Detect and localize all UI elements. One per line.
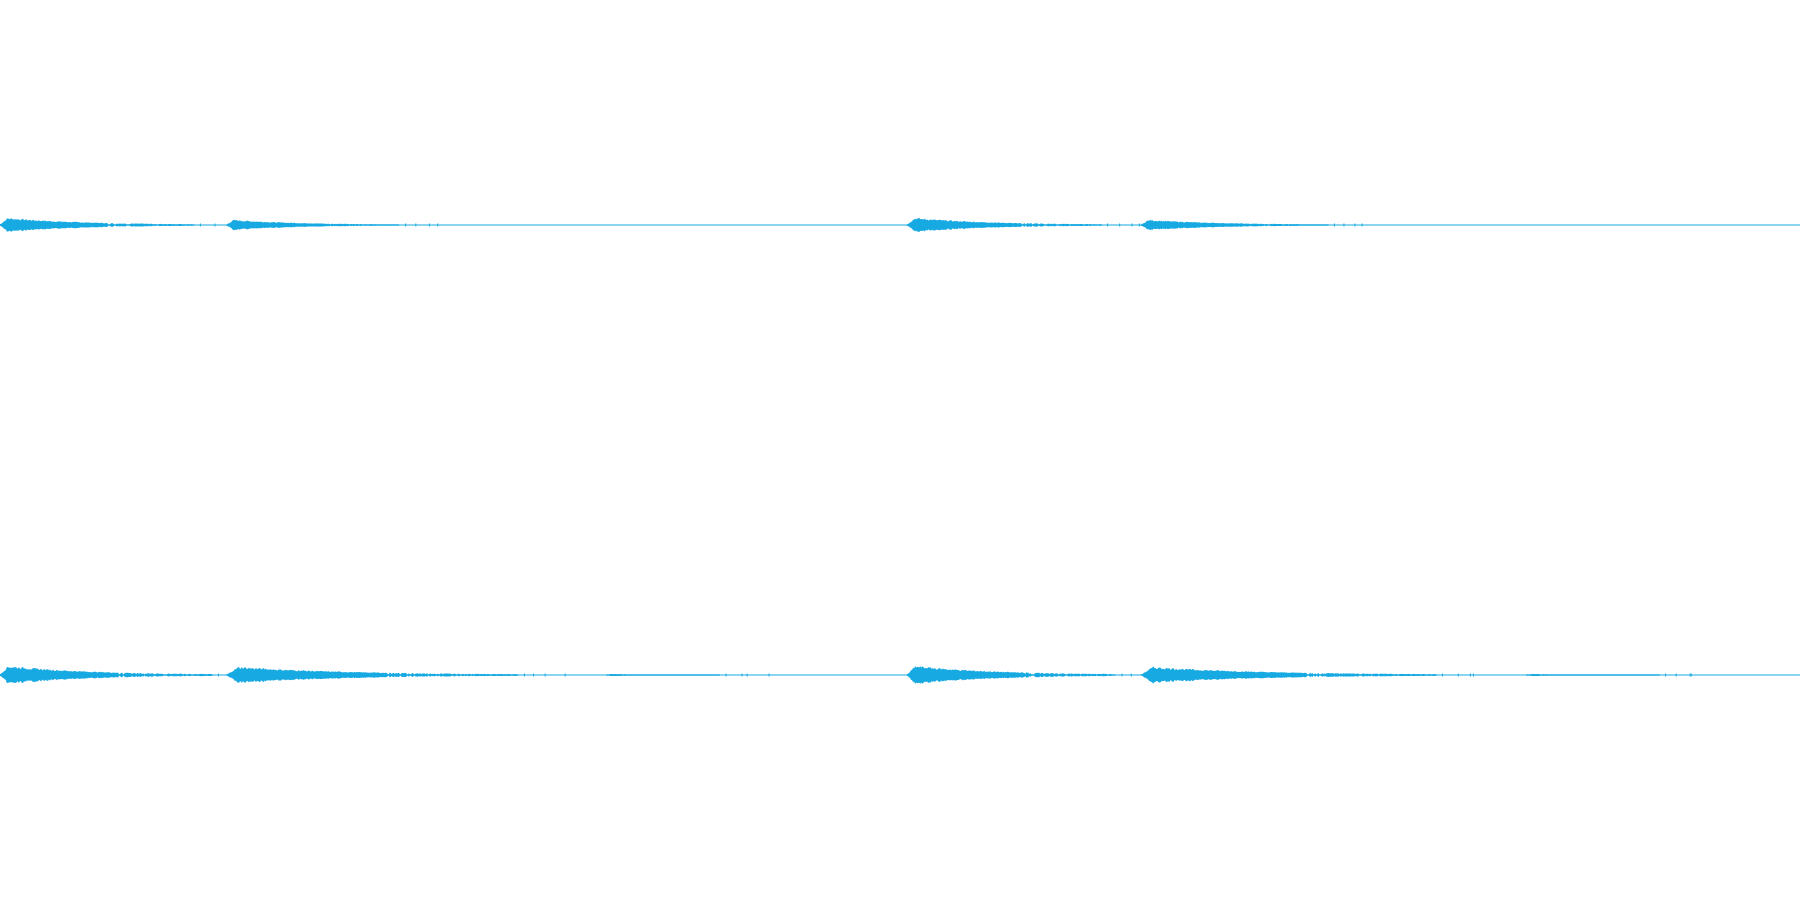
waveform-burst-1 [0, 667, 213, 683]
waveform-burst-1 [0, 218, 195, 232]
waveform-burst-5 [1140, 666, 1437, 684]
lower-channel-svg [0, 666, 1800, 684]
waveform-burst-2 [226, 667, 519, 683]
lower-channel-waveform [0, 450, 1800, 900]
waveform-burst-4 [1140, 219, 1329, 231]
waveform-burst-6 [1526, 673, 1660, 677]
waveform-burst-3 [606, 673, 720, 677]
upper-channel-waveform [0, 218, 1800, 232]
waveform-burst-2 [226, 219, 400, 231]
upper-channel-svg [0, 218, 1800, 232]
waveform-burst-3 [906, 218, 1102, 232]
waveform-burst-4 [906, 666, 1116, 684]
